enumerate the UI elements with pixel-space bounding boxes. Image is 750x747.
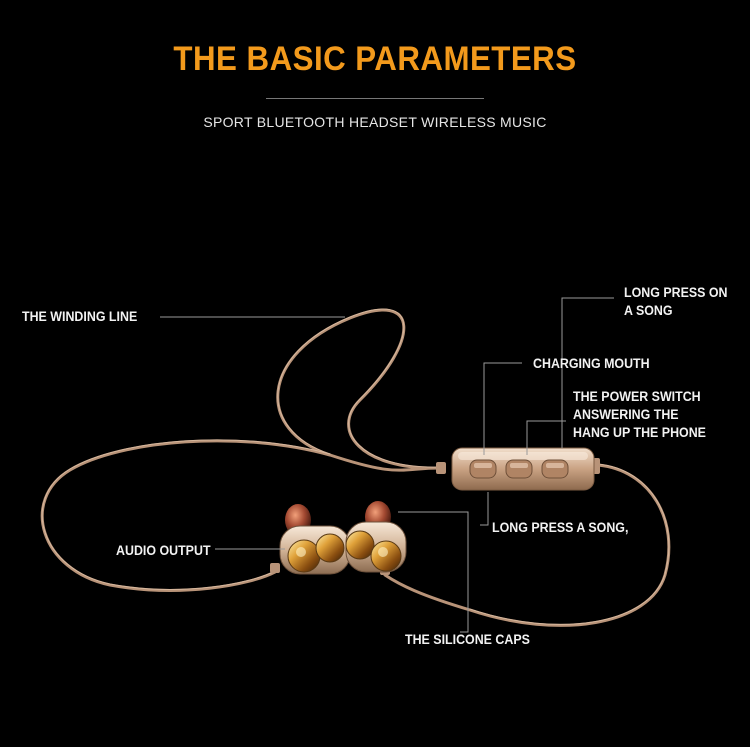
callout-power-switch-line3: HANG UP THE PHONE: [573, 425, 706, 440]
remote-control: [436, 447, 600, 491]
callout-long-press-bottom: LONG PRESS A SONG,: [492, 520, 629, 535]
right-earbud: [345, 501, 407, 575]
page-subtitle: SPORT BLUETOOTH HEADSET WIRELESS MUSIC: [203, 114, 547, 130]
callout-charging-mouth: CHARGING MOUTH: [533, 356, 650, 371]
cable-highlight: [41, 308, 670, 625]
callout-power-switch-line1: THE POWER SWITCH: [573, 389, 701, 404]
leader-lines: [160, 297, 614, 633]
callout-silicone-caps: THE SILICONE CAPS: [405, 632, 530, 647]
callout-long-press-top-line1: LONG PRESS ON: [624, 285, 728, 300]
callout-audio-output: AUDIO OUTPUT: [116, 543, 211, 558]
callout-winding-line: THE WINDING LINE: [22, 309, 138, 324]
callout-power-switch-line2: ANSWERING THE: [573, 407, 679, 422]
page-title: THE BASIC PARAMETERS: [173, 40, 577, 78]
callout-long-press-top-line2: A SONG: [624, 303, 673, 318]
left-earbud: [270, 504, 351, 575]
title-divider: [266, 98, 484, 99]
